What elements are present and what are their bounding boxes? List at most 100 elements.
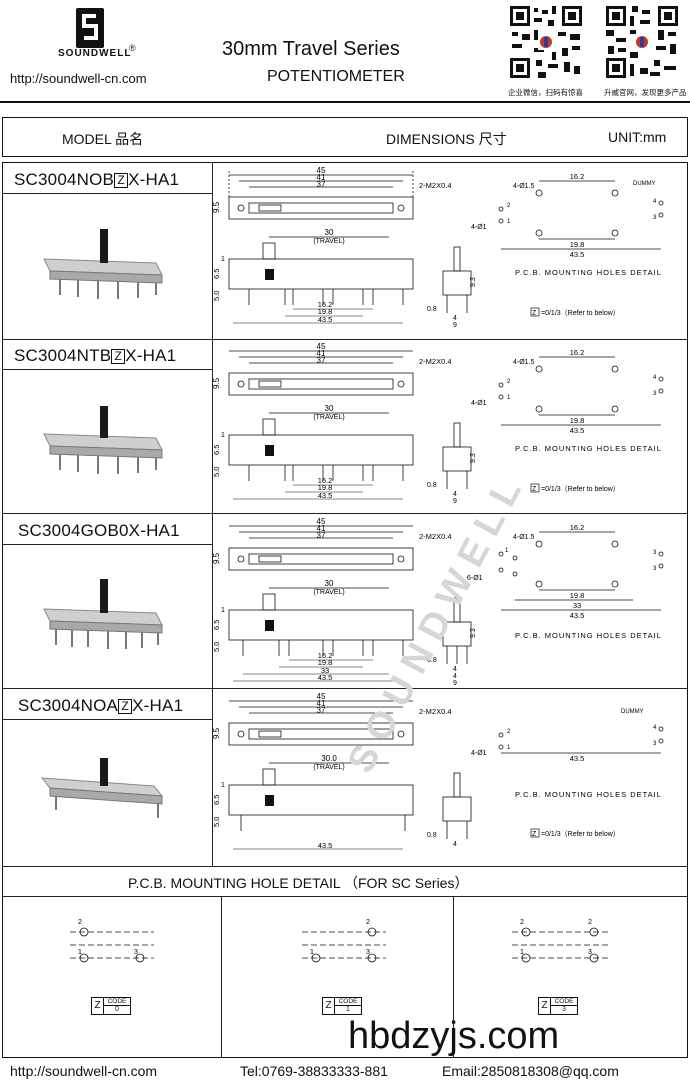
product-image-row-3 [43,579,163,649]
pin-1: 1 [507,745,511,751]
pcb-pin-1: 1 [520,949,524,956]
pin-3: 3 [653,391,657,397]
dim-4: 4 [453,841,457,848]
dim-9-5: 9.5 [213,377,221,389]
footer-email-link[interactable]: Email:2850818308@qq.com [442,1063,619,1079]
dim-0-8: 0.8 [427,657,437,664]
dim-0-8: 0.8 [427,832,437,839]
z-note: =0/1/3（Refer to below） [541,830,620,838]
dim-0-8: 0.8 [427,306,437,313]
dim-43-5: 43.5 [318,673,333,682]
pcb-pin-2: 2 [366,919,370,926]
dimension-drawing-row-3: 45 41 37 9.5 2-M2X0.4 30 (TRAVEL) 1 6.5 … [213,517,664,687]
pcb-pin-3: 3 [366,949,370,956]
qr-wechat-caption: 企业微信，扫码有惊喜 [508,88,583,97]
hole-1: 4-Ø1 [471,400,487,407]
dim-6-5: 6.5 [213,620,221,630]
dim-9-5: 9.5 [213,201,221,213]
header-divider [0,101,690,103]
z-note: =0/1/3（Refer to below） [541,485,620,493]
model-name-row-3: SC3004GOB0X-HA1 [18,521,180,540]
dim-45: 45 [317,517,326,526]
pcb-pin-2: 2 [520,919,524,926]
dim-9-5: 9.5 [213,552,221,564]
row-divider [2,339,688,340]
pcb-detail-label: P.C.B. MOUNTING HOLES DETAIL [515,631,662,640]
dim-4: 4 [453,315,457,322]
code-value: 0 [115,1006,119,1013]
footer-website-link[interactable]: http://soundwell-cn.com [10,1063,158,1079]
dim-1: 1 [221,432,225,439]
dim-9-3: 9.3 [470,628,477,638]
dim-45: 45 [317,166,326,175]
pcb-column-divider [453,896,454,1058]
pcb-dim-19-8: 19.8 [570,240,585,249]
model-name-divider [2,544,212,545]
dim-41: 41 [317,524,326,533]
dim-4: 4 [453,491,457,498]
table-body [2,162,688,1058]
qr-website-icon [604,4,680,80]
dim-4: 4 [453,673,457,680]
dim-9: 9 [453,322,457,329]
page-title: 30mm Travel Series [222,38,400,60]
dim-travel: 30 [325,579,334,588]
pin-1: 1 [507,395,511,401]
code-box-3: Z CODE 3 [538,997,578,1015]
column-header-unit: UNIT:mm [608,129,667,145]
pcb-dim-19-8: 19.8 [570,591,585,600]
pcb-section-title: P.C.B. MOUNTING HOLE DETAIL （FOR SC Seri… [128,875,469,891]
pcb-dim-43-5: 43.5 [570,754,585,763]
hole-1-5: 4-Ø1.5 [513,534,535,541]
pin-3-b: 3 [653,566,657,572]
dim-41: 41 [317,699,326,708]
brand-name: SOUNDWELL [58,48,132,59]
footer [0,1058,690,1086]
dim-37: 37 [317,356,326,365]
header-website-link[interactable]: http://soundwell-cn.com [10,71,147,86]
pcb-dim-16-2: 16.2 [570,172,585,181]
dim-6-5: 6.5 [213,445,221,455]
dim-43-5: 43.5 [318,491,333,500]
dim-19-8: 19.8 [318,658,333,667]
dummy-label: DUMMY [621,709,644,715]
pin-1-top: 1 [505,548,509,554]
pin-2: 2 [507,203,511,209]
pcb-dim-19-8: 19.8 [570,416,585,425]
code-box-1: Z CODE 1 [322,997,362,1015]
z-note: =0/1/3（Refer to below） [541,309,620,317]
pin-4: 4 [653,375,657,381]
code-z: Z [92,998,104,1014]
z-char: Z [532,831,537,838]
pcb-dim-16-2: 16.2 [570,348,585,357]
dummy-label: DUMMY [633,181,656,187]
pcb-detail-label: P.C.B. MOUNTING HOLES DETAIL [515,268,662,277]
hole-1-six: 6-Ø1 [467,575,483,582]
code-z: Z [539,998,551,1014]
dim-16-2: 16.2 [318,300,333,309]
code-label: CODE [551,998,577,1006]
model-name-divider [2,719,212,720]
soundwell-logo-icon [76,8,104,48]
dim-screw: 2-M2X0.4 [419,181,452,190]
row-divider [2,513,688,514]
dim-6-5: 6.5 [213,795,221,805]
dim-5-0: 5.0 [213,291,221,301]
product-image-row-1 [43,229,163,299]
dim-screw: 2-M2X0.4 [419,532,452,541]
registered-mark: ® [129,43,136,53]
qr-website-caption: 升威官网，发现更多产品 [604,88,687,97]
hole-1-5: 4-Ø1.5 [513,359,535,366]
dim-37: 37 [317,531,326,540]
dim-41: 41 [317,173,326,182]
dimension-drawing-row-1: 45 41 37 9.5 2-M2X0.4 30 (TRAVEL) 1 6.5 … [213,166,664,329]
dim-33: 33 [321,666,329,675]
pcb-dim-43-5: 43.5 [570,426,585,435]
pcb-dim-33: 33 [573,601,581,610]
row-divider [2,866,688,867]
dim-travel: 30.0 [321,754,337,763]
column-header-dimensions: DIMENSIONS 尺寸 [386,131,507,147]
pin-3: 3 [653,215,657,221]
